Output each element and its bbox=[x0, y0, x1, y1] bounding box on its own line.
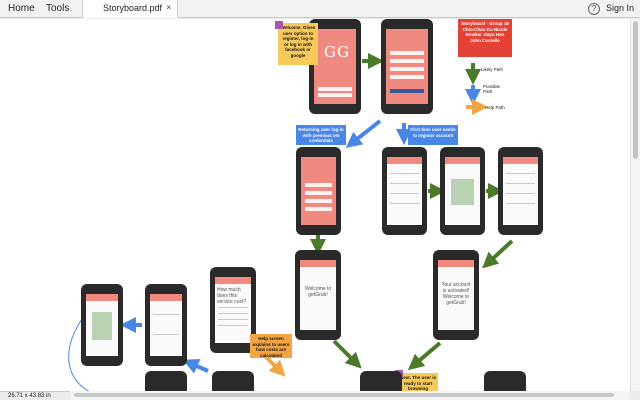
close-icon[interactable]: × bbox=[166, 3, 171, 12]
help-question: How much does this service cost? bbox=[217, 287, 247, 305]
phone-screen bbox=[503, 157, 538, 225]
tab-title: Storyboard.pdf bbox=[103, 3, 163, 13]
screen-button bbox=[318, 87, 352, 91]
screen-text-line bbox=[218, 307, 248, 308]
arrow-reg-activated bbox=[482, 239, 514, 269]
phone-activated: Your account is activated! Welcome to ge… bbox=[433, 250, 479, 340]
screen-panel bbox=[451, 179, 474, 205]
legend-possible: Possible Path bbox=[483, 84, 501, 94]
screen-field bbox=[305, 207, 332, 211]
phone-returning-login bbox=[296, 147, 341, 235]
welcome-message: Welcome to getGrub! bbox=[304, 286, 332, 298]
phone-register-3 bbox=[498, 147, 543, 235]
phone-screen: Welcome to getGrub! bbox=[300, 260, 336, 330]
phone-screen bbox=[445, 157, 480, 225]
phone-screen bbox=[387, 157, 422, 225]
team-card: Storyboard - Group 15 Chin-Chau Ku Nicol… bbox=[458, 19, 512, 57]
screen-panel bbox=[92, 312, 112, 340]
scroll-thumb[interactable] bbox=[633, 21, 638, 159]
screen-header bbox=[387, 157, 422, 164]
phone-payment bbox=[145, 284, 187, 366]
screen-field bbox=[506, 183, 535, 184]
screen-field bbox=[305, 183, 332, 187]
welcome-note: Welcome. Gives user option to register, … bbox=[278, 23, 318, 65]
screen-header bbox=[503, 157, 538, 164]
phone-welcome-back: Welcome to getGrub! bbox=[295, 250, 341, 340]
screen-field bbox=[390, 75, 424, 79]
app-logo: GG bbox=[324, 43, 350, 61]
phone-screen: Your account is activated! Welcome to ge… bbox=[438, 260, 474, 330]
facebook-button bbox=[390, 89, 424, 93]
scroll-thumb[interactable] bbox=[74, 393, 614, 397]
screen-field bbox=[153, 334, 179, 335]
screen-field bbox=[506, 173, 535, 174]
sign-in-button[interactable]: Sign In bbox=[606, 3, 635, 13]
document-canvas[interactable]: GG Welcome. Gives user option to registe… bbox=[0, 19, 630, 391]
phone-login-form bbox=[381, 19, 433, 114]
note-tag bbox=[275, 21, 283, 29]
activated-message: Your account is activated! Welcome to ge… bbox=[441, 282, 471, 306]
screen-header bbox=[215, 277, 251, 284]
arrow-to-returning bbox=[345, 119, 382, 148]
help-icon[interactable]: ? bbox=[588, 3, 600, 15]
phone-register-1 bbox=[382, 147, 427, 235]
screen-field bbox=[305, 191, 332, 195]
page-size-indicator: 26.71 x 43.83 in bbox=[0, 391, 70, 400]
phone-screen bbox=[150, 294, 182, 356]
arrow-activated-next bbox=[407, 341, 442, 371]
phone-screen bbox=[86, 294, 118, 356]
phone-screen bbox=[386, 29, 428, 104]
vertical-scrollbar[interactable] bbox=[630, 19, 640, 391]
arrow-help-down bbox=[182, 358, 209, 374]
screen-button bbox=[318, 93, 352, 97]
screen-field bbox=[506, 193, 535, 194]
screen-header bbox=[445, 157, 480, 164]
screen-field bbox=[305, 199, 332, 203]
help-note: Help screen explains to users how costs … bbox=[250, 334, 292, 358]
app-toolbar: Home Tools Storyboard.pdf × ? Sign In bbox=[0, 0, 640, 18]
phone-bottom-1 bbox=[145, 371, 187, 391]
screen-field bbox=[390, 173, 419, 174]
screen-field bbox=[506, 203, 535, 204]
phone-screen bbox=[301, 157, 336, 225]
screen-field bbox=[390, 59, 424, 63]
screen-text-line bbox=[218, 313, 248, 314]
screen-header bbox=[86, 294, 118, 301]
horizontal-scrollbar[interactable] bbox=[70, 391, 630, 400]
screen-field bbox=[390, 193, 419, 194]
screen-field bbox=[153, 314, 179, 315]
returning-user-note: Returning user log-in with previous set … bbox=[296, 125, 346, 145]
screen-field bbox=[390, 67, 424, 71]
phone-bottom-4 bbox=[484, 371, 526, 391]
first-time-note: First time user needs to register accoun… bbox=[408, 125, 458, 145]
next-note: Next. The user is ready to start browsin… bbox=[398, 373, 438, 391]
legend-likely: Likely Path bbox=[481, 67, 504, 72]
screen-header bbox=[150, 294, 182, 301]
screen-text-line bbox=[218, 325, 248, 326]
phone-help-cost: How much does this service cost? bbox=[210, 267, 256, 353]
tab-storyboard[interactable]: Storyboard.pdf × bbox=[82, 0, 178, 18]
screen-header bbox=[438, 260, 474, 267]
phone-screen: GG bbox=[314, 29, 356, 104]
home-menu[interactable]: Home bbox=[8, 3, 35, 14]
screen-header bbox=[300, 260, 336, 267]
screen-field bbox=[390, 203, 419, 204]
arrow-welcome-next bbox=[332, 339, 362, 369]
tools-menu[interactable]: Tools bbox=[46, 3, 70, 14]
phone-map-view bbox=[81, 284, 123, 366]
phone-bottom-3 bbox=[360, 371, 402, 391]
screen-field bbox=[390, 51, 424, 55]
phone-bottom-2 bbox=[212, 371, 254, 391]
legend-help: Help Path bbox=[485, 105, 505, 110]
screen-field bbox=[390, 183, 419, 184]
screen-text-line bbox=[218, 319, 248, 320]
loop-connector bbox=[68, 318, 90, 391]
phone-screen: How much does this service cost? bbox=[215, 277, 251, 343]
phone-register-2 bbox=[440, 147, 485, 235]
